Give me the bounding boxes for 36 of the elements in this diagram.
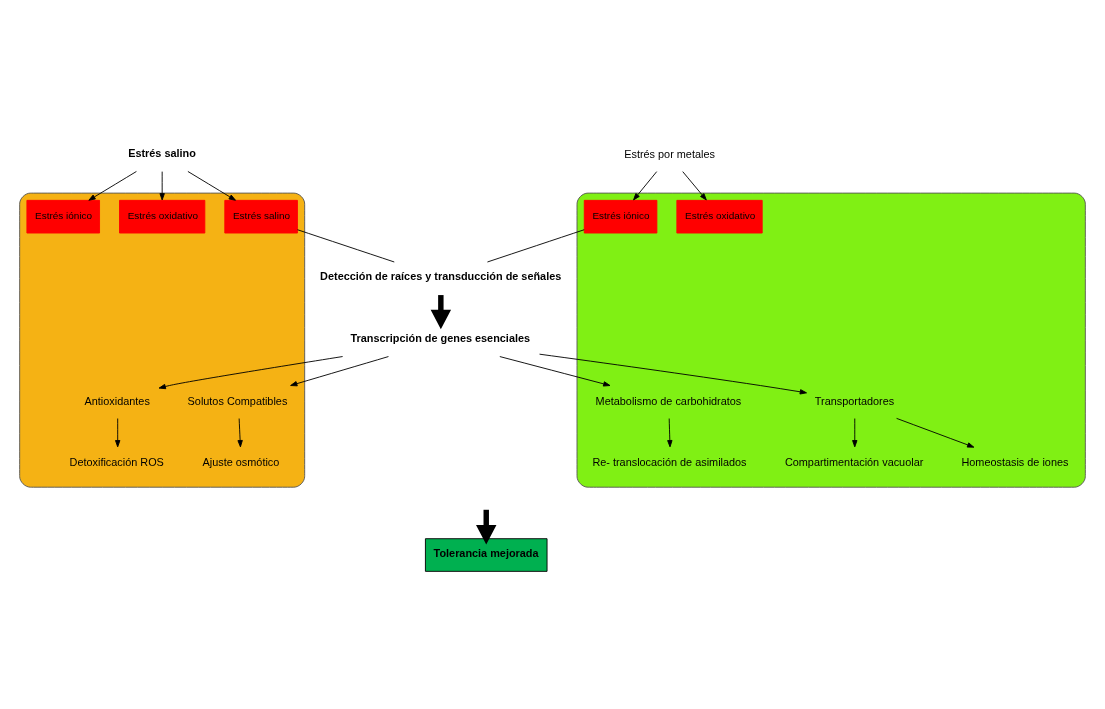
arrow xyxy=(682,170,707,200)
arrow xyxy=(290,355,389,386)
arrow xyxy=(159,170,165,200)
node-text: Estrés salino xyxy=(128,146,196,159)
arrow xyxy=(158,355,344,389)
connector xyxy=(486,228,585,262)
node-text: Detoxificación ROS xyxy=(69,455,164,468)
node-text: Metabolismo de carbohidratos xyxy=(595,394,742,407)
node-text: Re- translocación de asimilados xyxy=(592,455,747,468)
node-text: Transportadores xyxy=(814,394,895,407)
arrow xyxy=(896,417,975,448)
arrow xyxy=(539,353,807,394)
arrow xyxy=(430,294,452,329)
arrow xyxy=(633,170,658,200)
node-box: Estrés salino xyxy=(224,199,298,233)
node-box: Estrés iónico xyxy=(26,199,100,233)
node-text: Compartimentación vacuolar xyxy=(784,455,924,468)
node-box: Estrés oxidativo xyxy=(119,199,206,233)
connector xyxy=(297,228,395,262)
node-text: Detección de raíces y transducción de señales xyxy=(320,269,562,282)
node-box: Tolerancia mejorada xyxy=(424,537,548,572)
arrow xyxy=(88,170,137,201)
arrow xyxy=(667,417,673,447)
node-text: Transcripción de genes esenciales xyxy=(350,331,531,344)
node-text: Antioxidantes xyxy=(84,394,150,407)
node-text: Ajuste osmótico xyxy=(202,455,280,468)
arrow xyxy=(852,417,858,447)
node-text: Solutos Compatibles xyxy=(187,394,288,407)
arrow xyxy=(499,355,611,386)
arrow xyxy=(115,417,121,447)
arrow xyxy=(237,417,243,447)
node-text: Homeostasis de iones xyxy=(961,455,1069,468)
arrow xyxy=(187,170,236,201)
node-box: Estrés oxidativo xyxy=(676,199,763,233)
node-box: Estrés iónico xyxy=(583,199,658,233)
node-text: Estrés por metales xyxy=(624,147,715,160)
